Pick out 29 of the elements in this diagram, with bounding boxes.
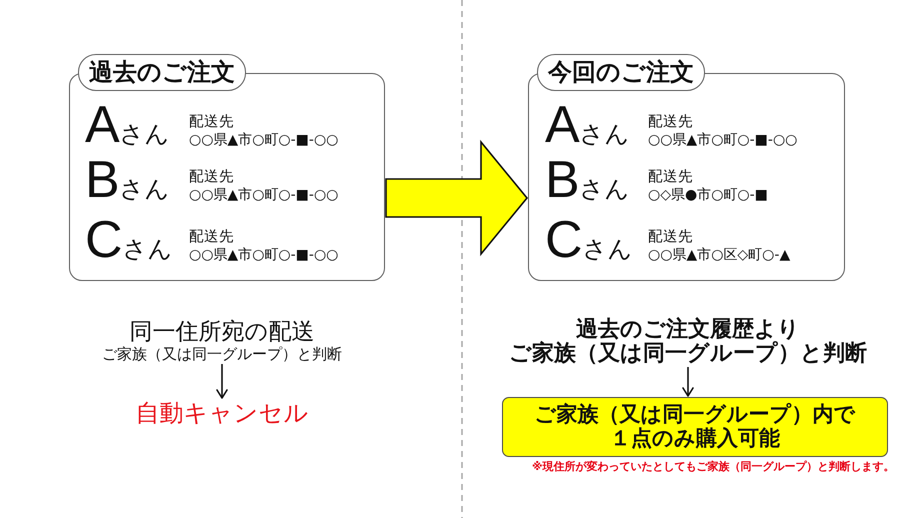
address-label: 配送先: [648, 114, 693, 131]
customer-name: Aさん: [85, 99, 170, 156]
address-label: 配送先: [648, 229, 693, 246]
address-text: ○○県▲市○町○-■-○○: [189, 187, 338, 204]
address-label: 配送先: [189, 169, 234, 186]
title-tab: 過去のご注文: [78, 54, 246, 91]
address-text: ○○県▲市○区◇町○-▲: [648, 247, 790, 264]
block-arrow: [385, 140, 528, 256]
address-label: 配送先: [189, 229, 234, 246]
result-box: ご家族（又は同一グループ）内で１点のみ購入可能: [502, 397, 888, 457]
address-text: ○○県▲市○町○-■-○○: [189, 132, 338, 149]
address-label: 配送先: [648, 169, 693, 186]
customer-name: Cさん: [85, 214, 173, 271]
address-text: ○○県▲市○町○-■-○○: [189, 247, 338, 264]
customer-name: Bさん: [85, 154, 170, 211]
customer-name: Aさん: [545, 99, 630, 156]
footnote-text: ※現住所が変わっていたとしてもご家族（同一グループ）と判断します。: [532, 460, 894, 473]
customer-name: Bさん: [545, 154, 630, 211]
address-label: 配送先: [189, 114, 234, 131]
customer-name: Cさん: [545, 214, 633, 271]
result-text: 自動キャンセル: [136, 399, 308, 427]
title-tab: 今回のご注文: [537, 54, 705, 91]
arrow: [216, 364, 228, 399]
address-text: ○○県▲市○町○-■-○○: [648, 132, 798, 149]
address-text: ○◇県●市○町○-■: [648, 187, 768, 204]
heading-text: 同一住所宛の配送: [130, 319, 314, 345]
arrow: [682, 367, 694, 397]
conclusion-text: 過去のご注文履歴よりご家族（又は同一グループ）と判断: [508, 318, 868, 366]
judgment-text: ご家族（又は同一グループ）と判断: [102, 345, 342, 363]
